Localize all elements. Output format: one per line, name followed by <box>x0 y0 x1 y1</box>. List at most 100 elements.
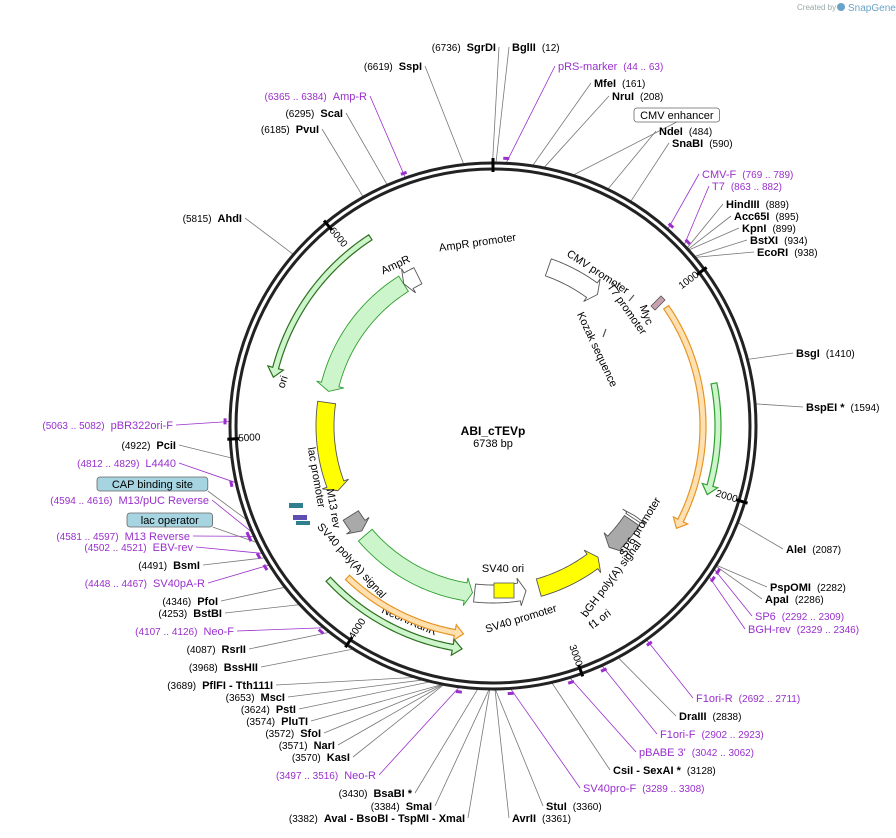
site-label[interactable]: (6736)SgrDI <box>432 42 496 54</box>
primer-mark <box>245 531 251 539</box>
site-label[interactable]: (3968)BssHII <box>189 662 258 674</box>
primer-label[interactable]: (4581 .. 4597)M13 Reverse <box>56 531 190 543</box>
primer-label[interactable]: (4594 .. 4616)M13/pUC Reverse <box>50 495 209 507</box>
site-leader <box>715 565 763 600</box>
primer-leader <box>569 677 637 753</box>
site-label[interactable]: (3384)SmaI <box>371 801 432 813</box>
inner-feature-label: SV40 ori <box>482 563 524 575</box>
site-label[interactable]: (3382)AvaI - BsoBI - TspMI - XmaI <box>289 813 465 825</box>
feature-neor-kanr[interactable] <box>357 528 474 606</box>
feature-ctevp[interactable] <box>701 382 722 496</box>
primer-label[interactable]: SV40pro-F(3289 .. 3308) <box>583 783 704 795</box>
site-leader <box>224 604 300 614</box>
primer-label[interactable]: pBABE 3'(3042 .. 3062) <box>639 747 754 759</box>
boxed-label: CAP binding site <box>112 479 193 491</box>
site-label[interactable]: (3430)BsaBI * <box>339 788 413 800</box>
site-label[interactable]: KpnI(899) <box>742 223 796 235</box>
primer-label[interactable]: F1ori-R(2692 .. 2711) <box>696 693 800 705</box>
site-label[interactable]: (3570)KasI <box>292 752 350 764</box>
site-label[interactable]: PspOMI(2282) <box>770 582 846 594</box>
site-label[interactable]: BstXI(934) <box>750 235 807 247</box>
site-label[interactable]: (3689)PflFI - Tth111I <box>167 680 273 692</box>
site-label[interactable]: NdeI(484) <box>659 126 712 138</box>
primer-leader <box>646 639 694 699</box>
site-label[interactable]: (4922)PciI <box>122 440 176 452</box>
site-label[interactable]: (3574)PluTI <box>246 716 308 728</box>
site-label[interactable]: DraIII(2838) <box>679 711 741 723</box>
site-label[interactable]: BspEI *(1594) <box>806 402 879 414</box>
site-label[interactable]: Acc65I(895) <box>734 211 799 223</box>
sv40-ori-box[interactable] <box>493 582 515 599</box>
feature-sp6-promoter[interactable] <box>622 508 647 525</box>
primer-label[interactable]: SP6(2292 .. 2309) <box>755 611 844 623</box>
primer-label[interactable]: BGH-rev(2329 .. 2346) <box>748 624 859 636</box>
boxed-label-frame[interactable] <box>633 107 720 123</box>
primer-mark <box>262 564 269 571</box>
site-label[interactable]: ApaI(2286) <box>765 594 824 606</box>
feature-cmv-promoter[interactable] <box>544 258 601 302</box>
feature-ampr-promoter[interactable] <box>401 267 423 294</box>
primer-leader <box>211 499 253 534</box>
primer-label[interactable]: (4812 .. 4829)L4440 <box>77 458 176 470</box>
feature-ampr[interactable] <box>316 275 409 392</box>
site-leader <box>630 142 670 203</box>
site-label[interactable]: (5815)AhdI <box>183 213 242 225</box>
site-label[interactable]: StuI(3360) <box>546 801 602 813</box>
site-label[interactable]: BglII(12) <box>512 42 560 54</box>
site-label[interactable]: CsiI - SexAI *(3128) <box>613 765 716 777</box>
feature-bgh-poly-a-signal[interactable] <box>603 514 640 553</box>
primer-label[interactable]: (4448 .. 4467)SV40pA-R <box>85 578 205 590</box>
boxed-label-frame[interactable] <box>96 476 209 492</box>
feature-ori[interactable] <box>315 400 349 492</box>
site-label[interactable]: (3624)PstI <box>241 704 296 716</box>
tick-label: 6000 <box>327 226 350 251</box>
site-leader <box>178 444 233 459</box>
site-label[interactable]: (4253)BstBI <box>158 608 222 620</box>
feature-orange-upper[interactable] <box>662 304 707 530</box>
site-label[interactable]: NruI(208) <box>612 91 663 103</box>
kozak-mark <box>602 328 607 338</box>
primer-label[interactable]: (4502 .. 4521)EBV-rev <box>84 542 193 554</box>
site-label[interactable]: MfeI(161) <box>594 78 645 90</box>
site-leader <box>298 681 432 710</box>
site-label[interactable]: (3572)SfoI <box>265 728 321 740</box>
site-label[interactable]: AleI(2087) <box>786 544 841 556</box>
primer-mark <box>455 689 463 694</box>
tick-label: 2000 <box>714 488 739 505</box>
site-label[interactable]: (6619)SspI <box>364 61 422 73</box>
site-label[interactable]: (6185)PvuI <box>261 124 319 136</box>
site-label[interactable]: (3653)MscI <box>226 692 285 704</box>
site-label[interactable]: HindIII(889) <box>726 199 789 211</box>
feature-sv40-poly-a-signal[interactable] <box>342 510 370 535</box>
primer-label[interactable]: (4107 .. 4126)Neo-F <box>135 626 234 638</box>
primer-label[interactable]: (3497 .. 3516)Neo-R <box>276 770 376 782</box>
primer-label[interactable]: CMV-F(769 .. 789) <box>702 169 793 181</box>
site-label[interactable]: (4491)BsmI <box>138 560 200 572</box>
primer-mark <box>715 568 721 575</box>
site-label[interactable]: (3571)NarI <box>279 740 335 752</box>
site-label[interactable]: AvrII(3361) <box>512 813 571 825</box>
feature-orange-lower[interactable] <box>344 574 465 642</box>
snapgene-logo: SnapGene <box>837 3 896 14</box>
cap-site-mark <box>289 503 303 508</box>
primer-label[interactable]: (6365 .. 6384)Amp-R <box>265 91 368 103</box>
site-leader <box>260 648 354 668</box>
primer-label[interactable]: T7(863 .. 882) <box>712 181 782 193</box>
site-label[interactable]: EcoRI(938) <box>757 247 818 259</box>
feature-ampr-outer[interactable] <box>266 233 373 379</box>
feature-neor-outer[interactable] <box>325 576 463 657</box>
site-label[interactable]: SnaBI(590) <box>672 138 733 150</box>
site-label[interactable]: (4087)RsrII <box>187 644 246 656</box>
site-label[interactable]: BsgI(1410) <box>796 348 855 360</box>
primer-leader <box>207 564 270 584</box>
inner-feature-label: Kozak sequence <box>574 310 619 389</box>
primer-label[interactable]: (5063 .. 5082)pBR322ori-F <box>42 420 173 432</box>
boxed-label-frame[interactable] <box>126 512 213 528</box>
myc-tag[interactable] <box>650 295 666 311</box>
site-label[interactable]: (4346)PfoI <box>162 596 218 608</box>
primer-label[interactable]: pRS-marker(44 .. 63) <box>558 61 663 73</box>
site-leader <box>532 82 592 167</box>
primer-label[interactable]: F1ori-F(2902 .. 2923) <box>660 729 764 741</box>
feature-f1-ori[interactable] <box>535 549 602 597</box>
site-label[interactable]: (6295)ScaI <box>285 108 343 120</box>
